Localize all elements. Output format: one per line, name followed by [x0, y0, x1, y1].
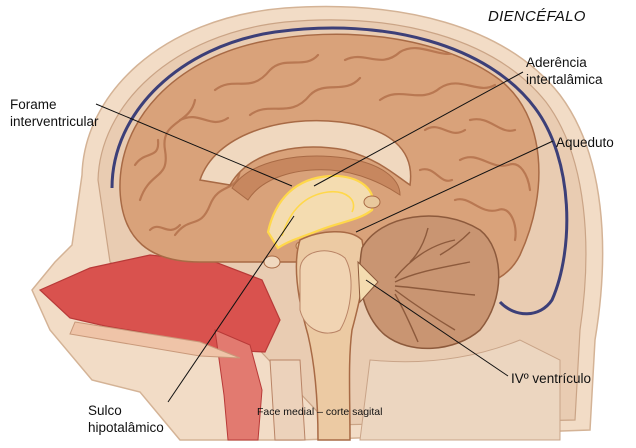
arbor-vitae — [394, 227, 476, 343]
label-sulco-line2: hipotalâmico — [88, 420, 164, 435]
pineal-gland — [363, 195, 381, 209]
leader-aderencia — [313, 71, 524, 187]
leader-aqueduto — [355, 140, 554, 233]
label-forame-line2: interventricular — [10, 114, 99, 129]
fourth-ventricle — [357, 260, 379, 304]
pituitary-gland — [263, 255, 281, 269]
leader-sulco — [167, 215, 295, 403]
pons — [299, 250, 352, 334]
label-forame-line1: Forame — [10, 97, 57, 112]
gyri-folds — [133, 46, 532, 242]
dura-mater — [110, 26, 569, 316]
palate — [69, 321, 241, 359]
label-sulco-line1: Sulco — [88, 403, 122, 418]
occipital-bone — [359, 339, 561, 441]
leader-lines — [95, 71, 554, 403]
label-aderencia-intertalamica: Aderência intertalâmica — [526, 54, 603, 88]
label-iv-ventriculo: IVº ventrículo — [511, 370, 591, 387]
nasal-cavity — [38, 254, 281, 353]
label-aderencia-line1: Aderência — [526, 55, 587, 70]
cervical-vertebrae — [269, 359, 306, 441]
label-iv-ventriculo-text: IVº ventrículo — [511, 371, 591, 386]
diagram-title: DIENCÉFALO — [488, 8, 586, 25]
fornix — [231, 155, 401, 201]
label-aqueduto: Aqueduto — [556, 134, 614, 151]
label-aqueduto-text: Aqueduto — [556, 135, 614, 150]
leader-iv-ventriculo — [365, 279, 509, 377]
leader-forame — [95, 103, 293, 187]
figure-caption: Face medial – corte sagital — [257, 406, 383, 418]
thalamus — [266, 174, 375, 250]
label-forame-interventricular: Forame interventricular — [10, 96, 99, 130]
third-ventricle-outline — [281, 190, 355, 237]
cerebellum — [359, 215, 500, 350]
label-aderencia-line2: intertalâmica — [526, 72, 603, 87]
label-sulco-hipotalamico: Sulco hipotalâmico — [88, 402, 164, 436]
corpus-callosum — [199, 119, 412, 187]
